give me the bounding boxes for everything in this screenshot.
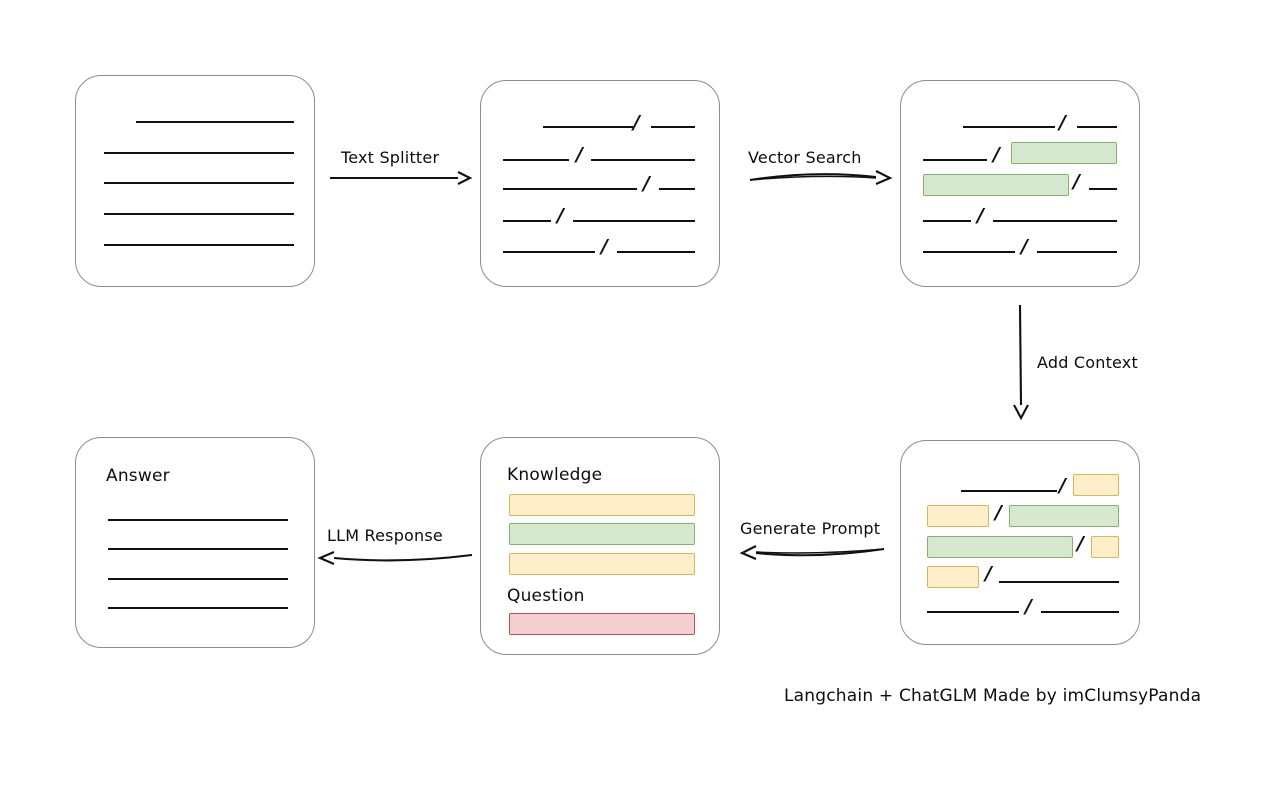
chunk-line-seg bbox=[1089, 188, 1117, 190]
edge-label-text-splitter: Text Splitter bbox=[341, 148, 440, 167]
arrow-vector-search bbox=[749, 170, 893, 185]
arrow-add-context bbox=[1013, 304, 1029, 421]
source-document-content bbox=[76, 76, 314, 286]
context-chunk-highlight bbox=[1073, 474, 1119, 496]
knowledge-heading: Knowledge bbox=[507, 465, 603, 485]
matched-chunk-highlight bbox=[923, 174, 1069, 196]
context-chunk-highlight bbox=[1091, 536, 1119, 558]
chunk-line-seg bbox=[543, 126, 633, 128]
footer-credit: Langchain + ChatGLM Made by imClumsyPand… bbox=[784, 686, 1202, 706]
chunk-slash: / bbox=[633, 111, 640, 134]
edge-label-add-context: Add Context bbox=[1037, 353, 1138, 372]
matched-chunks-content: / / / / / bbox=[901, 81, 1139, 286]
document-line bbox=[104, 244, 294, 246]
document-line bbox=[136, 121, 294, 123]
chunk-line-seg bbox=[1077, 126, 1117, 128]
chunk-slash: / bbox=[1025, 595, 1032, 618]
answer-content: Answer bbox=[76, 438, 314, 647]
arrow-llm-response bbox=[317, 551, 473, 565]
edge-label-generate-prompt: Generate Prompt bbox=[740, 519, 881, 538]
chunk-line-seg bbox=[617, 251, 695, 253]
answer-line bbox=[108, 607, 288, 609]
document-line bbox=[104, 152, 294, 154]
matched-chunk-highlight bbox=[1011, 142, 1117, 164]
answer-line bbox=[108, 519, 288, 521]
context-chunk-highlight bbox=[927, 566, 979, 588]
chunk-slash: / bbox=[1059, 111, 1066, 134]
chunk-line-seg bbox=[591, 159, 695, 161]
answer-card[interactable]: Answer bbox=[75, 437, 315, 648]
document-line bbox=[104, 182, 294, 184]
chunk-slash: / bbox=[1059, 474, 1066, 497]
chunk-line-seg bbox=[503, 251, 595, 253]
knowledge-bar bbox=[509, 494, 695, 516]
prompt-card[interactable]: Knowledge Question bbox=[480, 437, 720, 655]
chunk-slash: / bbox=[1077, 532, 1084, 555]
chunk-slash: / bbox=[1021, 235, 1028, 258]
chunk-line-seg bbox=[961, 490, 1057, 492]
chunk-line-seg bbox=[651, 126, 695, 128]
matched-chunks-card[interactable]: / / / / / bbox=[900, 80, 1140, 287]
chunk-line-seg bbox=[503, 188, 637, 190]
question-heading: Question bbox=[507, 586, 585, 606]
chunk-line-seg bbox=[923, 220, 971, 222]
question-bar bbox=[509, 613, 695, 635]
chunk-slash: / bbox=[557, 204, 564, 227]
context-chunk-highlight bbox=[927, 536, 1073, 558]
edge-label-vector-search: Vector Search bbox=[748, 148, 862, 167]
chunk-slash: / bbox=[995, 501, 1002, 524]
chunk-line-seg bbox=[503, 220, 551, 222]
arrow-generate-prompt bbox=[739, 545, 885, 560]
document-line bbox=[104, 213, 294, 215]
edge-label-llm-response: LLM Response bbox=[327, 526, 443, 545]
chunk-slash: / bbox=[977, 204, 984, 227]
answer-heading: Answer bbox=[106, 466, 170, 486]
chunk-line-seg bbox=[927, 611, 1019, 613]
source-document-card[interactable] bbox=[75, 75, 315, 287]
chunk-line-seg bbox=[923, 251, 1015, 253]
chunk-line-seg bbox=[923, 159, 987, 161]
answer-line bbox=[108, 548, 288, 550]
chunk-slash: / bbox=[993, 143, 1000, 166]
context-chunk-highlight bbox=[1009, 505, 1119, 527]
chunk-slash: / bbox=[643, 172, 650, 195]
chunk-slash: / bbox=[985, 562, 992, 585]
context-chunks-content: / / / / / bbox=[901, 441, 1139, 644]
chunk-line-seg bbox=[503, 159, 569, 161]
split-chunks-content: / / / / / bbox=[481, 81, 719, 286]
chunk-slash: / bbox=[601, 235, 608, 258]
split-chunks-card[interactable]: / / / / / bbox=[480, 80, 720, 287]
prompt-content: Knowledge Question bbox=[481, 438, 719, 654]
chunk-line-seg bbox=[659, 188, 695, 190]
chunk-line-seg bbox=[1037, 251, 1117, 253]
chunk-line-seg bbox=[993, 220, 1117, 222]
chunk-line-seg bbox=[963, 126, 1055, 128]
chunk-line-seg bbox=[1041, 611, 1119, 613]
chunk-line-seg bbox=[999, 581, 1119, 583]
context-chunks-card[interactable]: / / / / / bbox=[900, 440, 1140, 645]
knowledge-bar bbox=[509, 553, 695, 575]
answer-line bbox=[108, 578, 288, 580]
context-chunk-highlight bbox=[927, 505, 989, 527]
chunk-line-seg bbox=[573, 220, 695, 222]
chunk-slash: / bbox=[576, 143, 583, 166]
chunk-slash: / bbox=[1073, 170, 1080, 193]
arrow-text-splitter bbox=[330, 171, 473, 185]
knowledge-bar bbox=[509, 523, 695, 545]
